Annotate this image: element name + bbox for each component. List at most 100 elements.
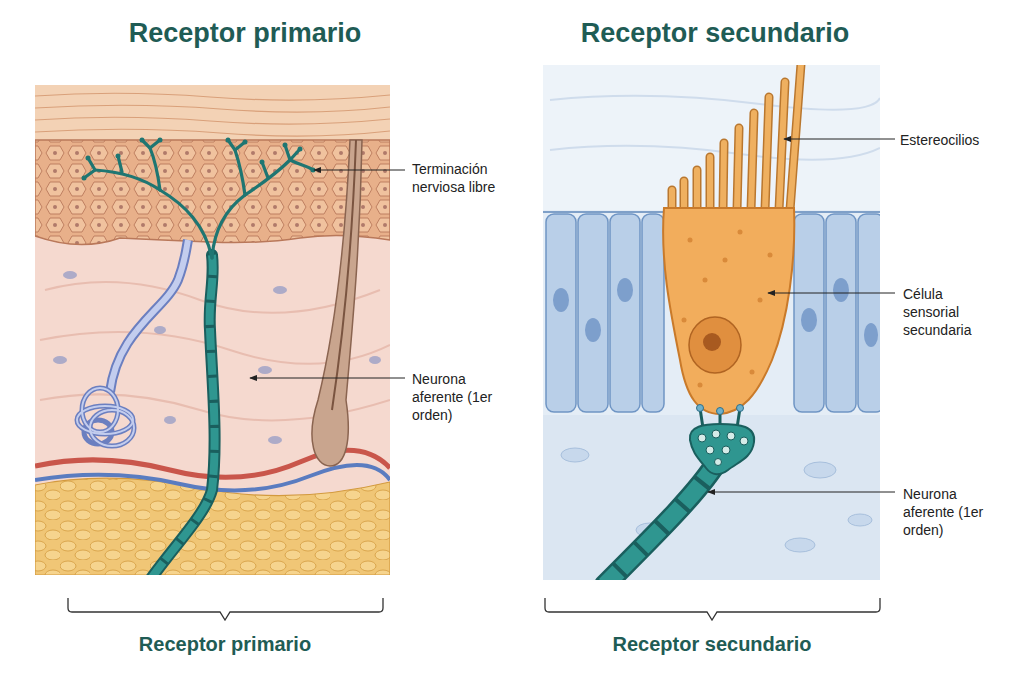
nerve-branch	[160, 190, 212, 258]
nerve-tip	[140, 138, 145, 143]
supporting-nucleus	[617, 278, 633, 302]
skin-illustration	[35, 85, 390, 575]
sweat-duct-lumen	[110, 240, 188, 392]
vesicle	[706, 446, 714, 454]
cytoplasm-granules	[682, 230, 773, 388]
nerve-tip	[86, 156, 91, 161]
supporting-cell	[546, 214, 576, 412]
callout-label: Célula sensorial secundaria	[903, 285, 985, 340]
supporting-cell	[642, 214, 664, 412]
supporting-cell	[610, 214, 640, 412]
dermal-nucleus	[164, 416, 176, 424]
vesicle	[697, 405, 704, 412]
supporting-nucleus	[833, 278, 849, 302]
nerve-tip	[260, 160, 265, 165]
vesicle	[722, 446, 730, 454]
dermal-nucleus	[273, 286, 287, 294]
dermal-nucleus	[268, 436, 282, 444]
vesicle	[698, 434, 706, 442]
basal-cell	[804, 462, 836, 478]
nerve-branch	[228, 140, 245, 150]
hair-cell-illustration	[543, 65, 880, 580]
bracket	[545, 598, 880, 620]
granule	[738, 230, 743, 235]
dermal-nucleus	[369, 356, 381, 364]
sweat-gland	[77, 388, 134, 446]
fluid-lines	[550, 96, 880, 160]
supporting-nucleus	[864, 323, 878, 347]
nerve-branch	[212, 195, 245, 258]
gland-coil	[90, 410, 134, 446]
supporting-nucleus	[585, 318, 601, 342]
callout-label: Neurona aferente (1er orden)	[903, 485, 985, 540]
granule	[688, 238, 693, 243]
nerve-tip	[243, 140, 248, 145]
hair-cell-nucleus	[689, 317, 741, 373]
dermal-nucleus	[53, 356, 67, 364]
vesicle	[740, 437, 748, 445]
granule	[768, 253, 773, 258]
granule	[750, 370, 755, 375]
leader-line	[250, 378, 405, 379]
panel-heading: Receptor primario	[65, 15, 425, 51]
hair-shaft	[332, 140, 356, 410]
nerve-branch	[285, 145, 313, 170]
supporting-cell	[858, 214, 880, 412]
callout-label: Neurona aferente (1er orden)	[412, 370, 494, 425]
supporting-nucleus	[553, 288, 569, 312]
supporting-cell	[826, 214, 856, 412]
vesicles	[697, 405, 744, 415]
nerve-branch	[235, 150, 245, 195]
granule	[723, 258, 728, 263]
afferent-axon-outline	[605, 460, 718, 580]
stratum-corneum	[35, 85, 390, 145]
free-nerve-ending	[84, 140, 313, 258]
hair-cell-body	[663, 208, 794, 414]
granule	[698, 383, 703, 388]
vesicle	[717, 408, 724, 415]
nerve-branch	[245, 160, 290, 195]
leader-line	[708, 492, 895, 493]
nerve-tip	[158, 138, 163, 143]
callout-label: Estereocilios	[900, 131, 1015, 149]
basal-cell	[561, 448, 589, 462]
nerve-branch	[84, 156, 122, 178]
nerve-tip	[283, 143, 288, 148]
stereocilium	[672, 65, 801, 210]
nerve-branch	[262, 162, 268, 178]
hair-follicle	[312, 140, 362, 466]
vesicle	[727, 432, 735, 440]
illustration-panel: Receptor primario	[35, 85, 390, 575]
sweat-duct	[110, 240, 188, 392]
granule	[758, 298, 763, 303]
endolymph	[543, 65, 880, 210]
tissue-bg	[543, 65, 880, 580]
terminal-vesicles	[698, 430, 748, 466]
bracket-label: Receptor primario	[65, 630, 385, 658]
bracket-label: Receptor secundario	[552, 630, 872, 658]
dermal-nucleus	[258, 366, 272, 374]
leader-lines	[250, 139, 895, 492]
supporting-nucleus	[801, 308, 817, 332]
leader-line	[768, 293, 895, 294]
callout-label: Terminación nerviosa libre	[412, 160, 512, 196]
stereocilia	[672, 65, 801, 210]
nerve-branch	[142, 140, 160, 148]
sweat-gland-lumen	[77, 388, 134, 446]
granule	[682, 318, 687, 323]
nerve-tip	[226, 138, 231, 143]
vesicle	[712, 430, 720, 438]
supporting-cell	[794, 214, 824, 412]
nerve-branch	[150, 148, 160, 190]
dermal-nucleus	[154, 326, 166, 334]
illustration-panel: Receptor secundario	[543, 65, 880, 580]
nerve-fiber-outline	[150, 255, 215, 575]
nerve-branch	[95, 170, 160, 190]
nerve-tip	[82, 176, 87, 181]
corneum-lines	[35, 93, 390, 136]
basal-tissue	[543, 415, 880, 580]
afferent-axon	[605, 460, 718, 580]
